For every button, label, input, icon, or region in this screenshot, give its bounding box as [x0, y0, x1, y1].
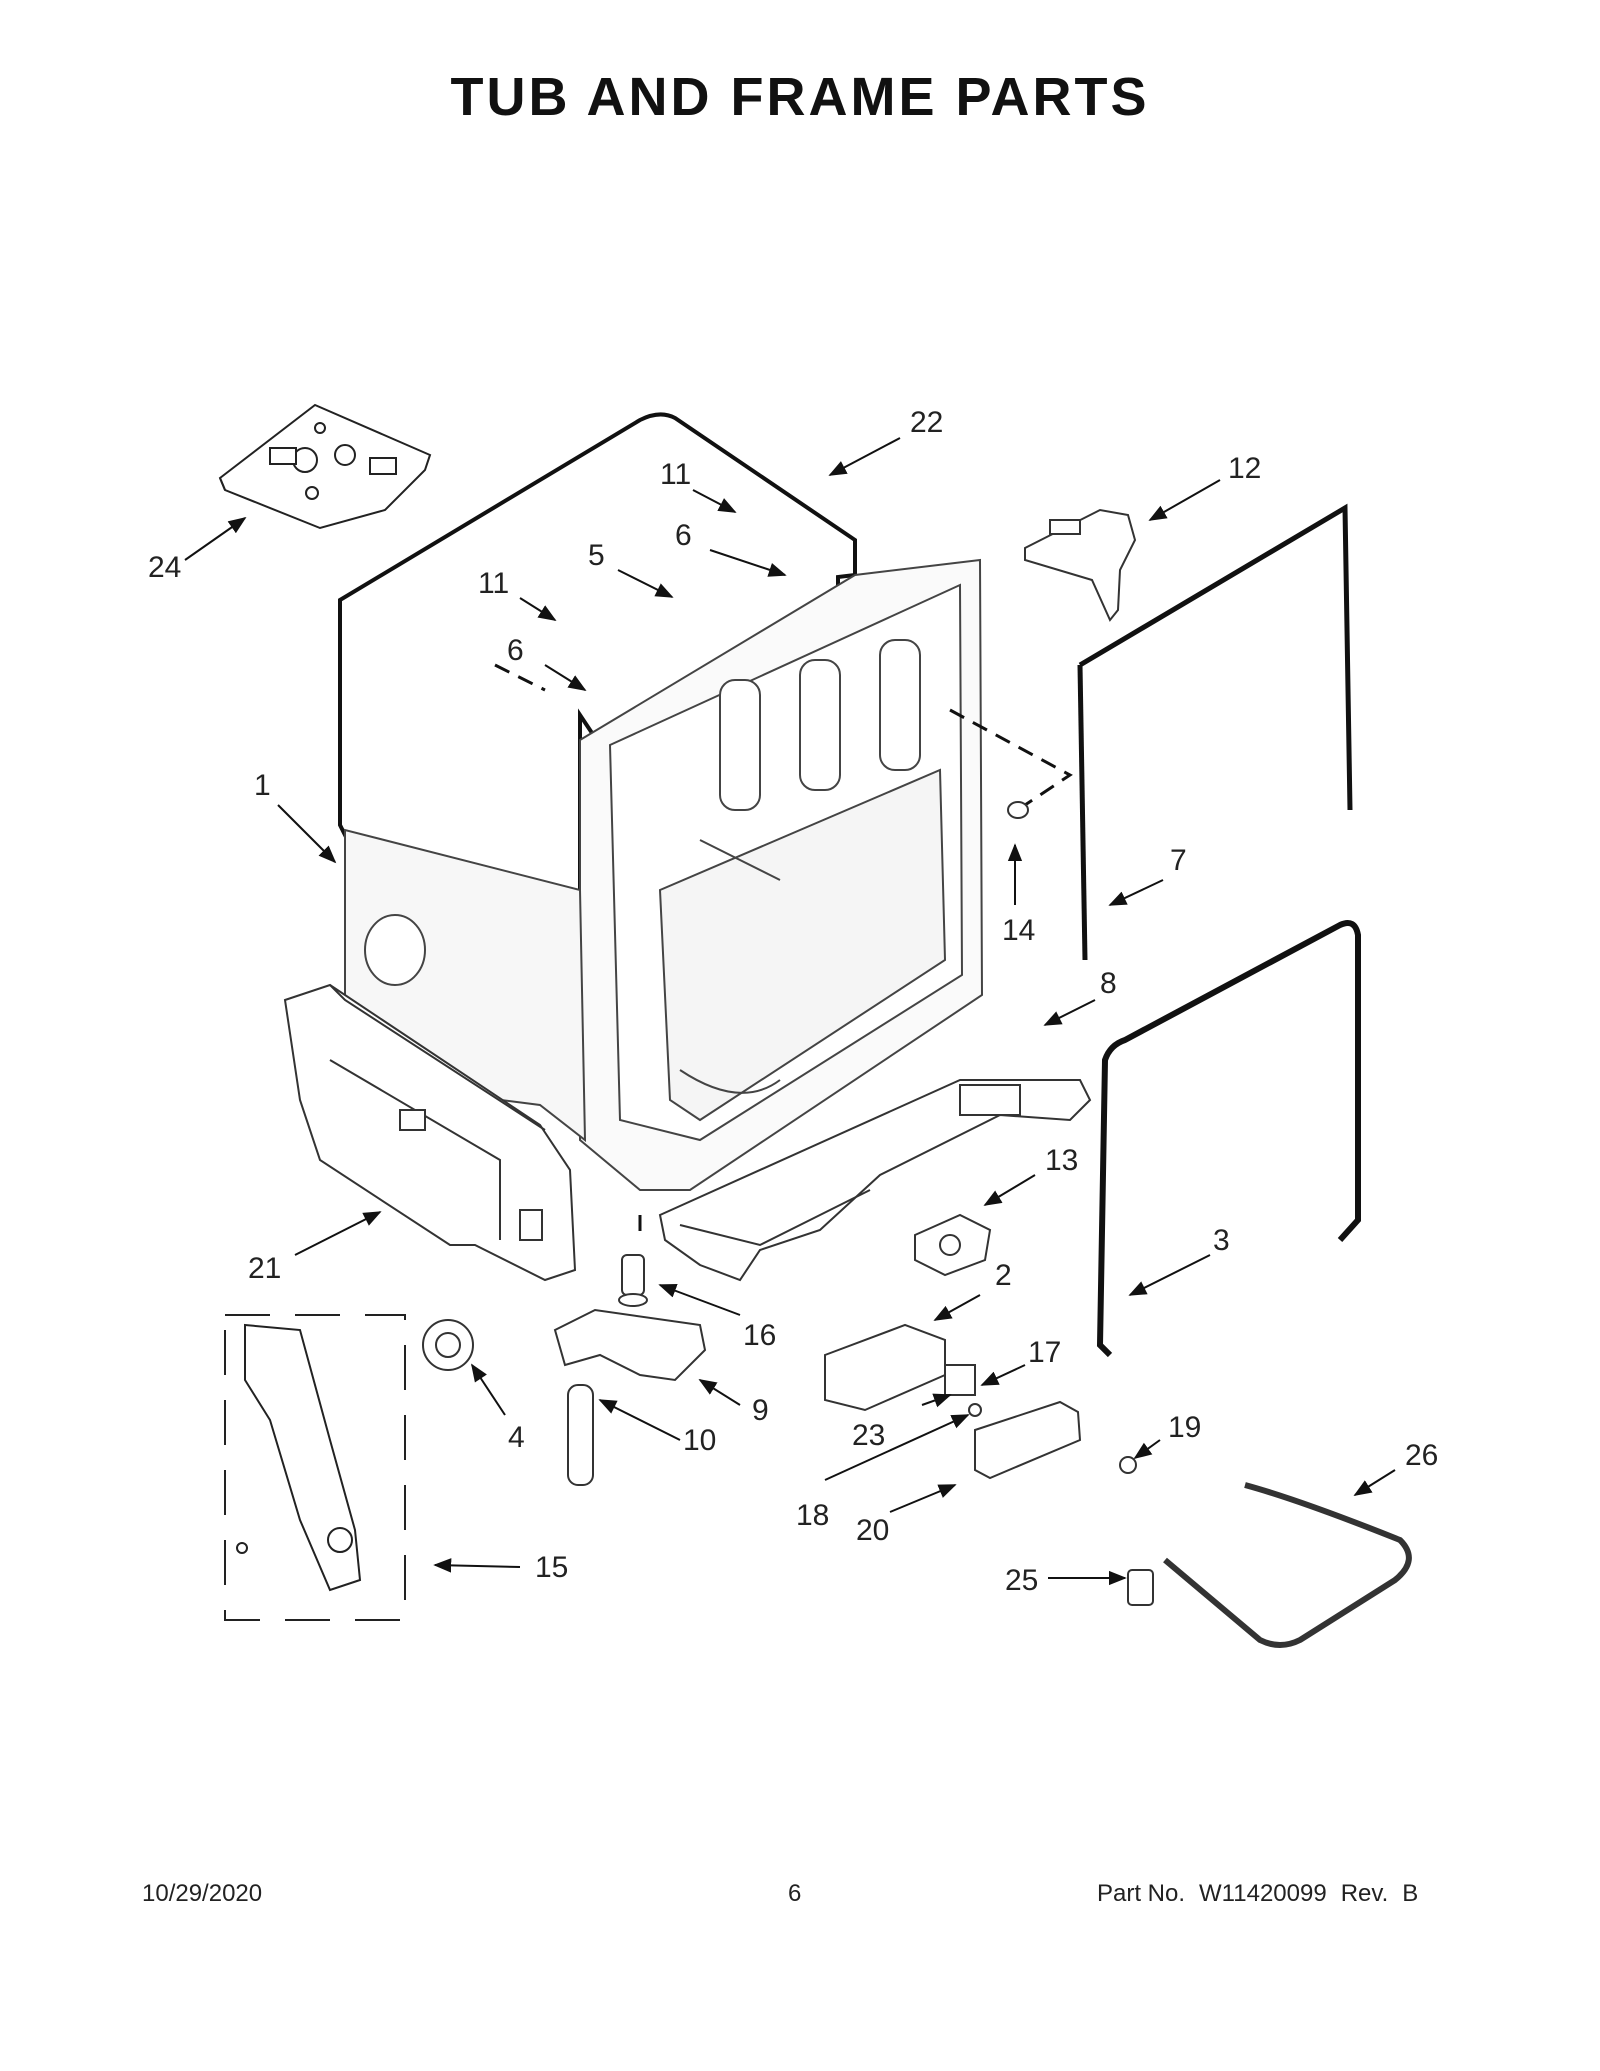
- callout-25: 25: [1005, 1564, 1038, 1597]
- part-20: [974, 1400, 1082, 1480]
- kit-box: [224, 1314, 406, 1621]
- footer-page-number: 6: [788, 1880, 802, 1907]
- stopper-part: [1007, 801, 1029, 819]
- fan-part: [422, 1319, 474, 1371]
- dashed-guide-lines: [494, 663, 1073, 1240]
- small-parts-cluster: [824, 1323, 1137, 1480]
- callout-26: 26: [1405, 1439, 1438, 1472]
- bracket-part: [553, 1308, 707, 1382]
- vent-part: [1024, 508, 1137, 622]
- part-2: [824, 1323, 946, 1412]
- callout-3: 3: [1213, 1224, 1230, 1257]
- part-number: W11420099: [1199, 1880, 1327, 1907]
- hardware-bag-part: [218, 403, 432, 530]
- callout-11a: 11: [478, 567, 509, 600]
- callout-6a: 6: [507, 634, 524, 667]
- part-19: [1119, 1456, 1137, 1474]
- part-17: [944, 1364, 976, 1396]
- footer-part-info: Part No. W11420099 Rev. B: [1097, 1880, 1432, 1908]
- callout-13: 13: [1045, 1144, 1078, 1177]
- callout-9: 9: [752, 1394, 769, 1427]
- callout-17: 17: [1028, 1336, 1061, 1369]
- callout-4: 4: [508, 1421, 525, 1454]
- callout-10: 10: [683, 1424, 716, 1457]
- hose-part: [1163, 1482, 1412, 1648]
- callout-12: 12: [1228, 452, 1261, 485]
- callout-6b: 6: [675, 519, 692, 552]
- callout-21: 21: [248, 1252, 281, 1285]
- callout-1: 1: [254, 769, 271, 802]
- callout-19: 19: [1168, 1411, 1201, 1444]
- callout-18: 18: [796, 1499, 829, 1532]
- leader-arrows: [184, 437, 1396, 1586]
- callout-23: 23: [852, 1419, 885, 1452]
- callout-24: 24: [148, 551, 181, 584]
- callout-labels: 1 2 3 4 5 6 6 7 8 9 10 11 11 12 13 14 15…: [148, 406, 1438, 1597]
- hose-fitting-part: [1127, 1569, 1154, 1606]
- part-number-label: Part No.: [1097, 1880, 1186, 1907]
- callout-14: 14: [1002, 914, 1035, 947]
- footer-date: 10/29/2020: [142, 1880, 263, 1907]
- leveling-leg-part: [618, 1254, 648, 1307]
- callout-2: 2: [995, 1259, 1012, 1292]
- callout-22: 22: [910, 406, 943, 439]
- door-gasket-part: [1077, 503, 1353, 961]
- tub-seal-part: [1096, 920, 1361, 1358]
- part-18: [968, 1403, 982, 1417]
- callout-5: 5: [588, 539, 605, 572]
- callout-7: 7: [1170, 844, 1187, 877]
- base-tray-part: [658, 1079, 1092, 1282]
- callout-20: 20: [856, 1514, 889, 1547]
- post-part: [567, 1384, 594, 1486]
- revision-label: Rev.: [1340, 1880, 1389, 1907]
- callout-16: 16: [743, 1319, 776, 1352]
- callout-11b: 11: [660, 458, 691, 491]
- base-frame-part: [283, 983, 577, 1282]
- float-part: [914, 1213, 992, 1277]
- page-title: TUB AND FRAME PARTS: [450, 67, 1150, 127]
- callout-8: 8: [1100, 967, 1117, 1000]
- revision: B: [1402, 1880, 1419, 1907]
- callout-15: 15: [535, 1551, 568, 1584]
